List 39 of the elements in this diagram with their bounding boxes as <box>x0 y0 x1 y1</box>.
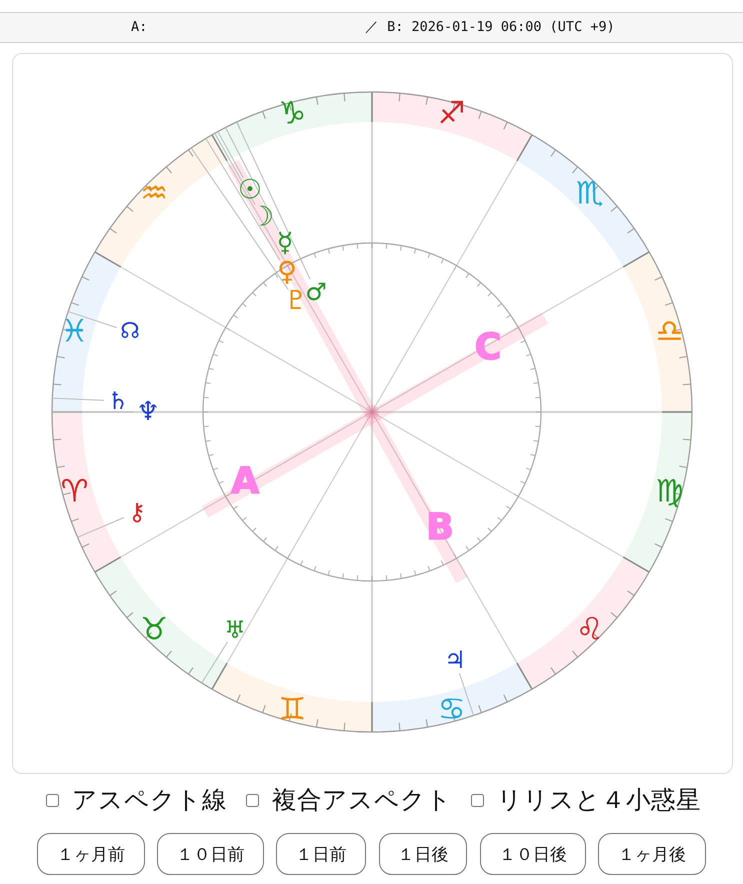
zodiac-sign-symbol: ♍ <box>656 476 684 508</box>
option-label: アスペクト線 <box>72 785 227 815</box>
chart-a-label: A: <box>131 19 148 36</box>
zodiac-sign-symbol: ♑ <box>278 98 306 130</box>
option-label: 複合アスペクト <box>272 785 452 815</box>
planet-symbol: ♂ <box>305 280 327 304</box>
ten-days-back-button: １０日前 <box>157 833 264 875</box>
zodiac-sign-symbol: ♊ <box>278 694 306 725</box>
planet-symbol: ♄ <box>107 389 129 413</box>
month-back-button: １ヶ月前 <box>37 833 145 875</box>
zodiac-sign-symbol: ♋ <box>438 694 466 725</box>
chart-letter: C <box>474 329 502 367</box>
chart-letter: A <box>231 463 259 501</box>
planet-symbol: ☉ <box>238 176 262 204</box>
planet-symbol: ♃ <box>444 648 466 672</box>
planet-symbol: ♇ <box>284 288 308 314</box>
zodiac-sign-symbol: ♐ <box>438 98 466 130</box>
zodiac-sign-symbol: ♈ <box>60 476 88 508</box>
zodiac-sign-symbol: ♎ <box>656 316 684 348</box>
zodiac-sign-symbol: ♏ <box>576 178 604 210</box>
chart-letter: B <box>426 509 454 547</box>
zodiac-sign-symbol: ♌ <box>576 614 604 646</box>
month-forward-button: １ヶ月後 <box>598 833 706 875</box>
planet-symbol: ♅ <box>224 618 246 642</box>
planet-symbol: ☿ <box>276 230 294 256</box>
planet-symbol: ♆ <box>136 399 160 425</box>
planet-symbol: ☊ <box>120 321 140 343</box>
zodiac-sign-symbol: ♓ <box>60 316 88 348</box>
planet-symbol: ⚷ <box>128 500 146 524</box>
info-bar <box>0 12 743 43</box>
zodiac-sign-symbol: ♒ <box>140 178 168 210</box>
day-forward-button: １日後 <box>379 833 467 875</box>
zodiac-sign-symbol: ♉ <box>140 614 168 646</box>
ten-days-forward-button: １０日後 <box>480 833 586 875</box>
planet-symbol: ♀ <box>277 258 297 286</box>
planet-symbol: ☽ <box>250 204 274 230</box>
day-back-button: １日前 <box>276 833 366 875</box>
chart-b-datetime: ／ B: 2026-01-19 06:00 (UTC +9) <box>365 19 615 36</box>
option-label: リリスと４小惑星 <box>497 785 701 815</box>
